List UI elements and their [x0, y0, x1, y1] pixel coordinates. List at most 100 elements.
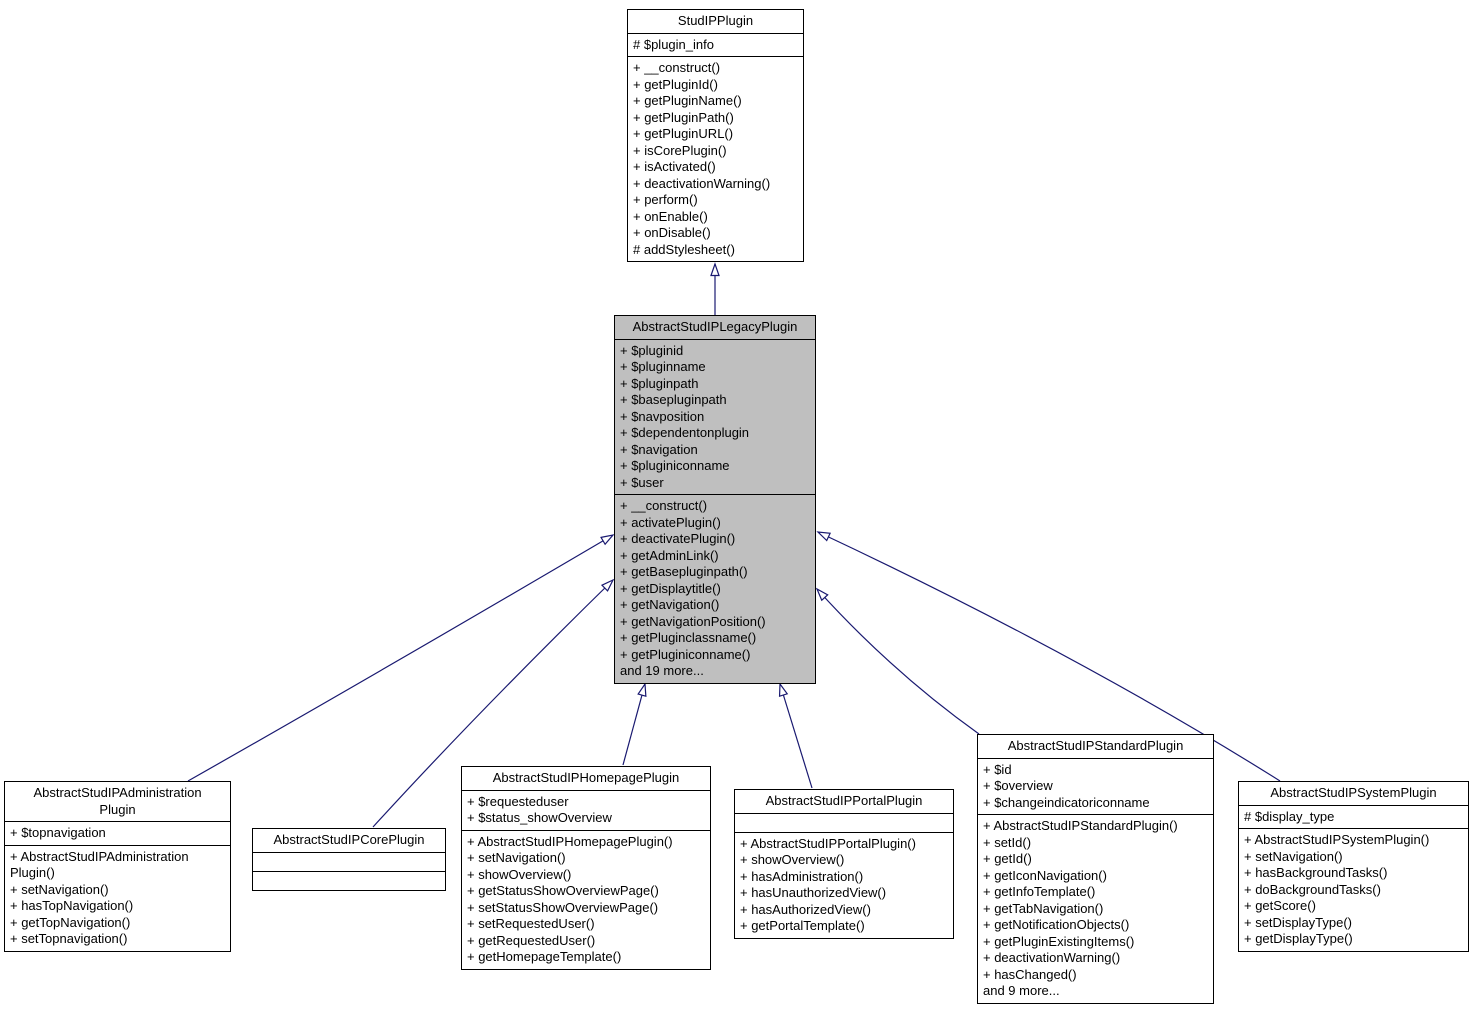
- member-line: + getTopNavigation(): [10, 914, 131, 930]
- class-name: AbstractStudIPHomepagePlugin: [492, 770, 680, 785]
- member-line: + $requesteduser: [467, 793, 569, 809]
- member-line: + activatePlugin(): [620, 514, 721, 530]
- class-name: AbstractStudIPStandardPlugin: [1007, 738, 1184, 753]
- attributes-section: # $plugin_info: [628, 32, 803, 57]
- attributes-section: + $pluginid+ $pluginname+ $pluginpath+ $…: [615, 338, 815, 495]
- methods-section: + AbstractStudIPAdministration Plugin()+…: [5, 844, 230, 951]
- edge-portal-to-legacy: [778, 682, 813, 789]
- member-line: and 9 more...: [983, 983, 1060, 998]
- member-line: + getInfoTemplate(): [983, 884, 1096, 899]
- member-line: + setRequestedUser(): [467, 916, 595, 931]
- member-line: + AbstractStudIPSystemPlugin(): [1244, 832, 1430, 847]
- attributes-section: + $requesteduser+ $status_showOverview: [462, 789, 710, 830]
- class-name: StudIPPlugin: [677, 13, 754, 28]
- class-box-abstractstudiphomepageplugin[interactable]: AbstractStudIPHomepagePlugin + $requeste…: [461, 766, 711, 970]
- class-box-abstractstudipsystemplugin[interactable]: AbstractStudIPSystemPlugin # $display_ty…: [1238, 781, 1469, 952]
- member-line: + setStatusShowOverviewPage(): [467, 899, 659, 915]
- member-line: + __construct(): [620, 498, 708, 513]
- member-line: + hasBackgroundTasks(): [1244, 865, 1388, 880]
- edge-standard-to-legacy: [815, 587, 980, 735]
- member-line: + AbstractStudIPStandardPlugin(): [983, 818, 1178, 833]
- class-name: AbstractStudIPLegacyPlugin: [632, 319, 798, 334]
- class-name: AbstractStudIPPortalPlugin: [765, 793, 923, 808]
- member-line: + getDisplaytitle(): [620, 580, 721, 596]
- class-box-abstractstudipcoreplugin[interactable]: AbstractStudIPCorePlugin: [252, 828, 446, 891]
- member-line: + deactivationWarning(): [633, 175, 771, 191]
- class-box-abstractstudipportalplugin[interactable]: AbstractStudIPPortalPlugin + AbstractStu…: [734, 789, 954, 939]
- class-box-studipplugin[interactable]: StudIPPlugin # $plugin_info + __construc…: [627, 9, 804, 262]
- member-line: + setNavigation(): [1244, 848, 1343, 864]
- member-line: + getNavigation(): [620, 597, 720, 612]
- attributes-section: + $id+ $overview+ $changeindicatoriconna…: [978, 757, 1213, 815]
- member-line: + getDisplayType(): [1244, 931, 1353, 946]
- member-line: + getRequestedUser(): [467, 932, 596, 948]
- member-line: + hasUnauthorizedView(): [740, 885, 887, 900]
- attributes-section: [253, 851, 445, 871]
- attributes-section: # $display_type: [1239, 804, 1468, 829]
- member-line: # $display_type: [1244, 808, 1335, 824]
- member-line: + $pluginid: [620, 342, 684, 358]
- attributes-section: + $topnavigation: [5, 821, 230, 845]
- member-line: + deactivationWarning(): [983, 950, 1121, 965]
- member-line: + $navigation: [620, 441, 698, 457]
- methods-section: + AbstractStudIPHomepagePlugin()+ setNav…: [462, 829, 710, 969]
- methods-section: + AbstractStudIPPortalPlugin()+ showOver…: [735, 831, 953, 938]
- member-line: + getBasepluginpath(): [620, 564, 748, 579]
- member-line: + $changeindicatoriconname: [983, 794, 1150, 810]
- member-line: + $overview: [983, 778, 1053, 793]
- methods-section: + AbstractStudIPSystemPlugin()+ setNavig…: [1239, 828, 1468, 951]
- class-name: AbstractStudIPAdministration Plugin: [33, 785, 202, 817]
- member-line: + setId(): [983, 834, 1032, 850]
- methods-section: + __construct()+ activatePlugin()+ deact…: [615, 494, 815, 683]
- attributes-section: [735, 812, 953, 832]
- member-line: + onDisable(): [633, 225, 711, 240]
- methods-section: [253, 870, 445, 890]
- member-line: + setNavigation(): [10, 881, 109, 897]
- class-box-abstractstudiplegacyplugin[interactable]: AbstractStudIPLegacyPlugin + $pluginid+ …: [614, 315, 816, 684]
- member-line: + __construct(): [633, 60, 721, 75]
- member-line: # addStylesheet(): [633, 241, 735, 257]
- member-line: + getNotificationObjects(): [983, 917, 1130, 932]
- member-line: + hasAuthorizedView(): [740, 901, 871, 917]
- member-line: + getNavigationPosition(): [620, 613, 766, 629]
- member-line: # $plugin_info: [633, 36, 714, 52]
- member-line: + AbstractStudIPAdministration Plugin(): [10, 848, 189, 881]
- member-line: + AbstractStudIPPortalPlugin(): [740, 835, 916, 851]
- class-box-abstractstudipstandardplugin[interactable]: AbstractStudIPStandardPlugin + $id+ $ove…: [977, 734, 1214, 1004]
- member-line: + $user: [620, 474, 664, 490]
- member-line: + getIconNavigation(): [983, 867, 1107, 883]
- member-line: + setTopnavigation(): [10, 931, 128, 946]
- member-line: + getScore(): [1244, 898, 1316, 913]
- member-line: + $pluginpath: [620, 375, 699, 391]
- methods-section: + __construct()+ getPluginId()+ getPlugi…: [628, 56, 803, 261]
- member-line: + $pluginiconname: [620, 458, 730, 473]
- member-line: + AbstractStudIPHomepagePlugin(): [467, 833, 673, 849]
- member-line: + $topnavigation: [10, 825, 106, 840]
- member-line: + $status_showOverview: [467, 810, 612, 825]
- class-name: AbstractStudIPSystemPlugin: [1270, 785, 1437, 800]
- class-box-abstractstudipadministrationplugin[interactable]: AbstractStudIPAdministration Plugin + $t…: [4, 781, 231, 952]
- member-line: + getStatusShowOverviewPage(): [467, 883, 659, 898]
- member-line: + setNavigation(): [467, 850, 566, 865]
- member-line: + getPluginiconname(): [620, 646, 751, 662]
- member-line: + getPortalTemplate(): [740, 918, 865, 933]
- member-line: + getTabNavigation(): [983, 900, 1104, 916]
- member-line: + getAdminLink(): [620, 547, 719, 563]
- member-line: + isActivated(): [633, 159, 716, 174]
- member-line: + $navposition: [620, 408, 705, 424]
- member-line: + setDisplayType(): [1244, 914, 1353, 930]
- member-line: + perform(): [633, 192, 698, 207]
- member-line: + $dependentonplugin: [620, 425, 750, 440]
- member-line: + getPluginURL(): [633, 126, 734, 141]
- member-line: + $id: [983, 761, 1012, 777]
- member-line: + hasChanged(): [983, 966, 1077, 982]
- member-line: + getPluginExistingItems(): [983, 933, 1135, 949]
- member-line: + showOverview(): [740, 852, 845, 867]
- member-line: + getId(): [983, 851, 1032, 866]
- member-line: + getPluginclassname(): [620, 630, 757, 645]
- class-name: AbstractStudIPCorePlugin: [273, 832, 425, 847]
- edge-system-to-legacy: [816, 531, 1281, 782]
- member-line: + getHomepageTemplate(): [467, 949, 622, 964]
